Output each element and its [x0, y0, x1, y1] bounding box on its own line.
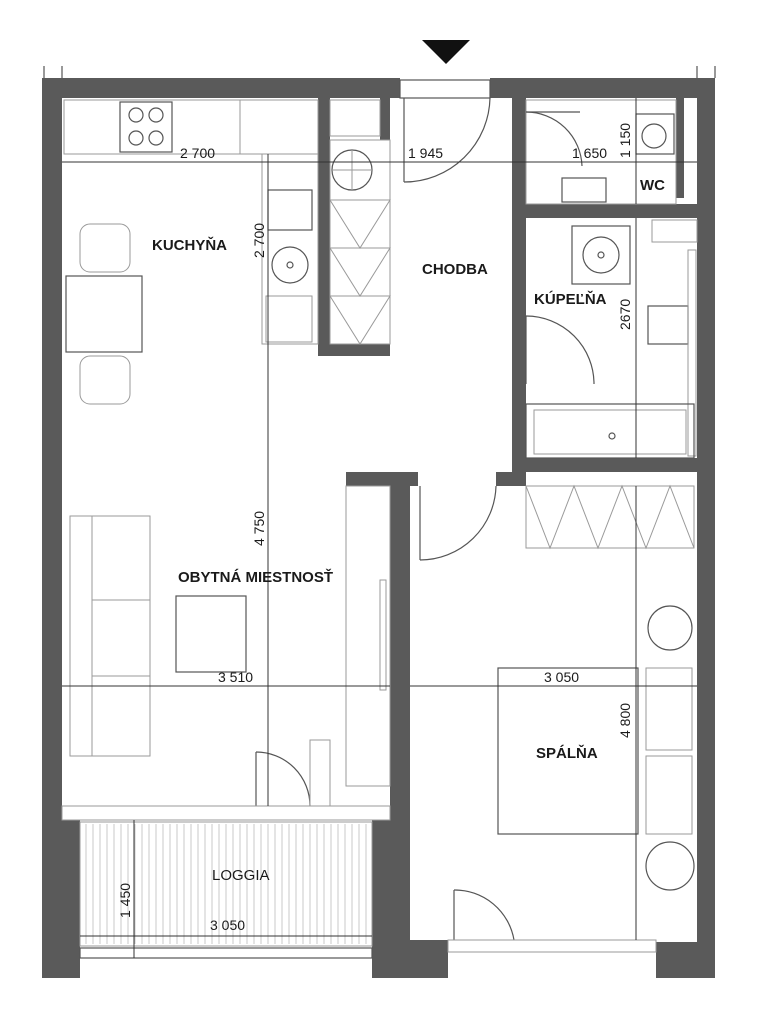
dim-wc-height: 1 150 — [617, 123, 633, 158]
dim-bath-height: 2670 — [617, 299, 633, 330]
dim-living-width: 3 510 — [218, 669, 253, 685]
hall-wardrobe — [329, 139, 391, 345]
room-label-bedroom: SPÁLŇA — [536, 744, 598, 762]
room-label-loggia: LOGGIA — [212, 867, 270, 884]
dim-wc-width: 1 650 — [572, 145, 607, 161]
dimension-lines — [62, 98, 697, 958]
dim-kitchen-height: 2 700 — [251, 223, 267, 258]
bedroom-furniture — [419, 484, 695, 953]
room-label-kitchen: KUCHYŇA — [152, 236, 227, 254]
entrance-arrow-icon — [422, 40, 470, 64]
interior-walls — [318, 98, 697, 942]
outer-walls — [42, 78, 715, 978]
room-label-bathroom: KÚPEĽŇA — [534, 290, 607, 308]
dim-living-height: 4 750 — [251, 511, 267, 546]
dim-hall-width: 1 945 — [408, 145, 443, 161]
dim-kitchen-width: 2 700 — [180, 145, 215, 161]
bathroom-fixtures — [525, 219, 698, 459]
loggia-area — [79, 821, 373, 959]
dim-loggia-width: 3 050 — [210, 917, 245, 933]
dim-bedroom-height: 4 800 — [617, 703, 633, 738]
room-label-living: OBYTNÁ MIESTNOSŤ — [178, 568, 333, 586]
room-label-wc: WC — [640, 177, 665, 194]
dim-loggia-height: 1 450 — [117, 883, 133, 918]
living-furniture — [61, 485, 391, 821]
kitchen-fixtures — [63, 99, 319, 405]
entry-door — [399, 79, 491, 183]
shaft-block — [329, 99, 381, 191]
dim-bedroom-width: 3 050 — [544, 669, 579, 685]
room-label-hallway: CHODBA — [422, 261, 488, 278]
